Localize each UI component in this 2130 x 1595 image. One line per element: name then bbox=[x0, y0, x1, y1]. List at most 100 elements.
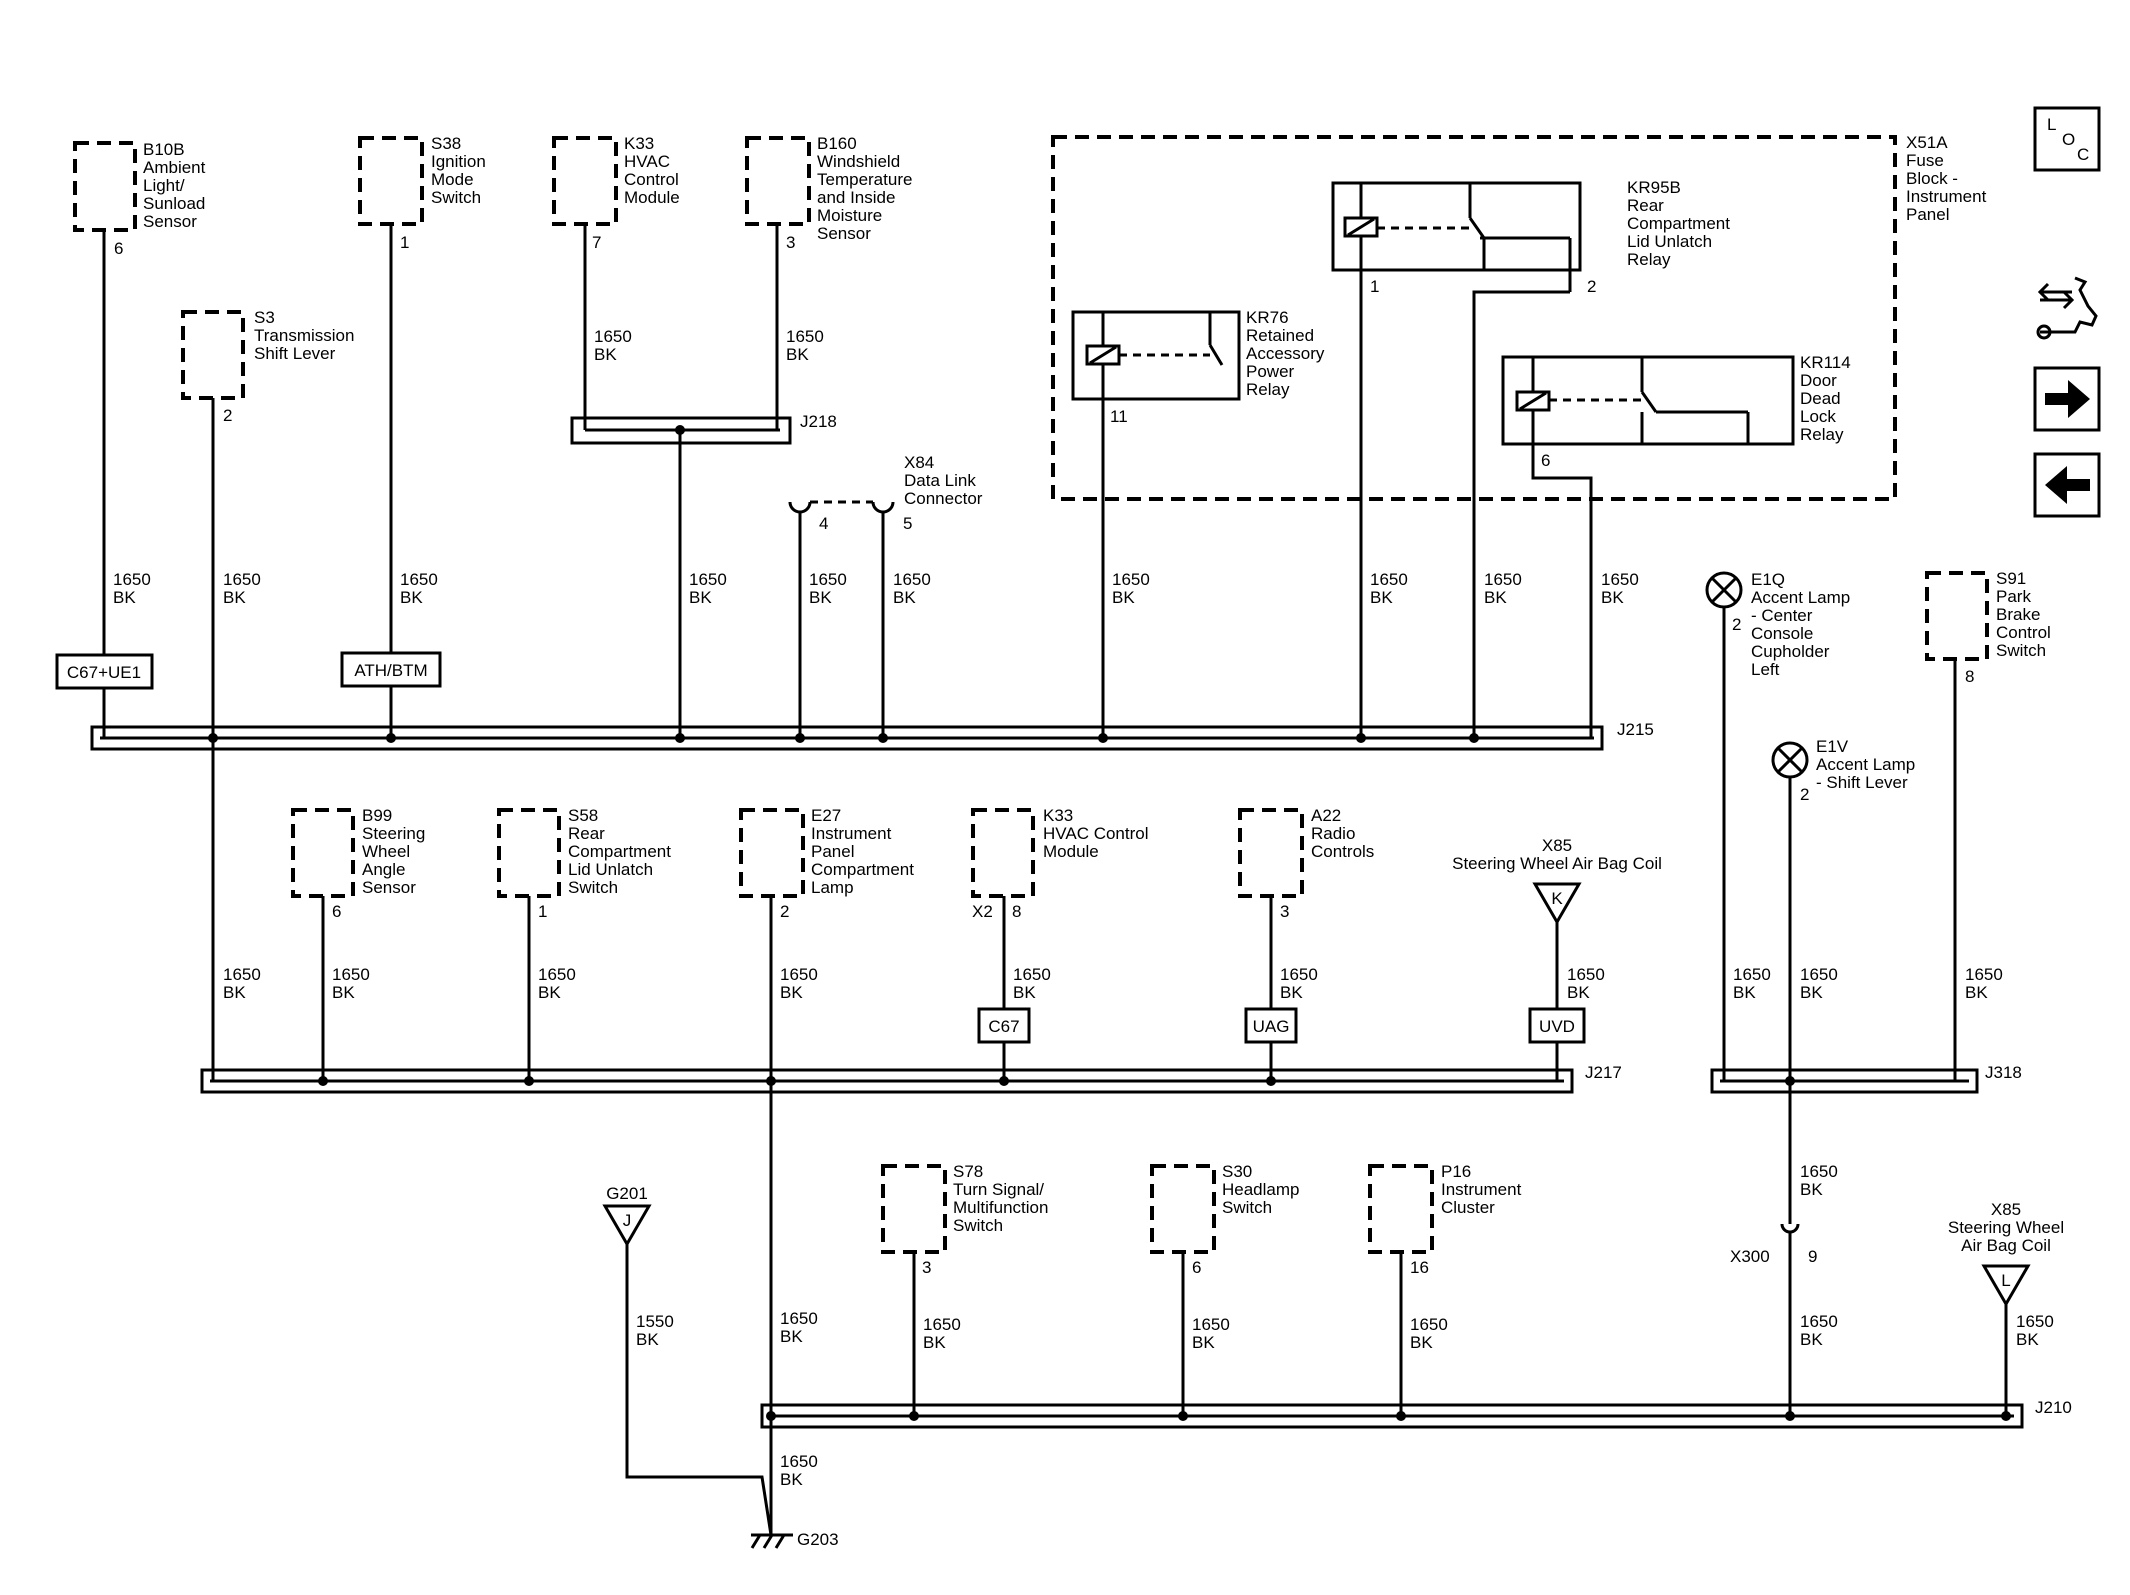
label-components-s58-desc-0: Rear bbox=[568, 824, 605, 843]
label-components-b160-desc-0: Windshield bbox=[817, 152, 900, 171]
relay-kr76: KR76 Retained Accessory Power Relay 11 1… bbox=[1071, 308, 1325, 738]
bus-j318: J318 bbox=[1710, 1063, 2022, 1094]
label-fuse_block-desc-1: Block - bbox=[1906, 169, 1958, 188]
label-components-b10b-desc-1: Light/ bbox=[143, 176, 185, 195]
label-options-uag: UAG bbox=[1253, 1017, 1290, 1036]
label-components-b99-desc-1: Wheel bbox=[362, 842, 410, 861]
label-components-s30-desc-1: Switch bbox=[1222, 1198, 1272, 1217]
component-a22: A22 Radio Controls 3 1650 BK bbox=[1238, 806, 1374, 1081]
label-components-x84-pin_a: 4 bbox=[819, 514, 828, 533]
label-components-kr76-desc-0: Retained bbox=[1246, 326, 1314, 345]
tools-icon[interactable] bbox=[2036, 276, 2098, 340]
label-wire-color: BK bbox=[689, 588, 712, 607]
label-components-e1v-pin: 2 bbox=[1800, 785, 1809, 804]
arrow-right-icon bbox=[2045, 380, 2090, 418]
label-components-k33a-desc-1: Control bbox=[624, 170, 679, 189]
label-components-s38-ref: S38 bbox=[431, 134, 461, 153]
label-components-s58-desc-3: Switch bbox=[568, 878, 618, 897]
label-components-b160-desc-1: Temperature bbox=[817, 170, 912, 189]
label-wire-color: BK bbox=[1192, 1333, 1215, 1352]
label-components-k33b-desc-1: Module bbox=[1043, 842, 1099, 861]
label-wire-color: BK bbox=[594, 345, 617, 364]
component-k33-top: K33 HVAC Control Module 7 1650 BK bbox=[552, 134, 680, 430]
ground-g203: G203 bbox=[750, 1530, 839, 1549]
label-components-a22-desc-1: Controls bbox=[1311, 842, 1374, 861]
splices-j217 bbox=[318, 1076, 1276, 1086]
label-components-s58-ref: S58 bbox=[568, 806, 598, 825]
label-components-s30-pin: 6 bbox=[1192, 1258, 1201, 1277]
loc-button[interactable]: L O C bbox=[2033, 106, 2101, 172]
label-wire-circuit: 1650 bbox=[1192, 1315, 1230, 1334]
label-wire-color: BK bbox=[113, 588, 136, 607]
bus-j210: J210 bbox=[760, 1398, 2072, 1429]
label-components-x85a-pin: K bbox=[1551, 889, 1563, 908]
loc-letter-l: L bbox=[2047, 115, 2056, 134]
label-components-b99-desc-2: Angle bbox=[362, 860, 405, 879]
component-s91: S91 Park Brake Control Switch 8 1650 BK bbox=[1925, 569, 2051, 1081]
label-components-x85b-pin: L bbox=[2001, 1271, 2010, 1290]
label-components-s78-desc-2: Switch bbox=[953, 1216, 1003, 1235]
option-uag: UAG bbox=[1244, 1007, 1298, 1044]
label-components-b10b-pin: 6 bbox=[114, 239, 123, 258]
option-c67: C67 bbox=[977, 1007, 1031, 1044]
bus-label-j218: J218 bbox=[800, 412, 837, 431]
label-components-k33b-conn: X2 bbox=[972, 902, 993, 921]
bus-j218: J218 bbox=[570, 412, 837, 445]
label-components-s91-ref: S91 bbox=[1996, 569, 2026, 588]
ground-g201: G201 J 1550 BK bbox=[602, 1184, 773, 1536]
arrow-left-icon bbox=[2045, 466, 2090, 504]
label-wire-color: BK bbox=[780, 1470, 803, 1489]
label-components-s30-ref: S30 bbox=[1222, 1162, 1252, 1181]
label-wire-color: BK bbox=[1410, 1333, 1433, 1352]
label-wire-color: BK bbox=[400, 588, 423, 607]
label-components-x85a-desc-0: Steering Wheel Air Bag Coil bbox=[1452, 854, 1662, 873]
label-wire-color: BK bbox=[538, 983, 561, 1002]
label-wire-color: BK bbox=[1013, 983, 1036, 1002]
label-components-s3-desc-0: Transmission bbox=[254, 326, 354, 345]
fuse-block-x51a: X51A Fuse Block - Instrument Panel bbox=[1051, 133, 1987, 501]
label-wire-color: BK bbox=[893, 588, 916, 607]
component-s38: S38 Ignition Mode Switch 1 1650 BK bbox=[358, 134, 486, 738]
component-x84: X84 Data Link Connector 4 5 1650 BK 1650… bbox=[788, 453, 983, 738]
label-wire-circuit: 1650 bbox=[113, 570, 151, 589]
label-components-s78-desc-0: Turn Signal/ bbox=[953, 1180, 1044, 1199]
label-wire-circuit: 1650 bbox=[923, 1315, 961, 1334]
label-components-s3-ref: S3 bbox=[254, 308, 275, 327]
forward-arrow-button[interactable] bbox=[2033, 366, 2101, 432]
label-components-x84-desc-1: Connector bbox=[904, 489, 983, 508]
label-wire-circuit: 1650 bbox=[1410, 1315, 1448, 1334]
label-wire-circuit: 1650 bbox=[2016, 1312, 2054, 1331]
label-components-kr114-desc-1: Dead bbox=[1800, 389, 1841, 408]
label-options-c67ue1: C67+UE1 bbox=[67, 663, 141, 682]
lamp-e1v: E1V Accent Lamp - Shift Lever 2 1650 BK … bbox=[1771, 737, 1915, 1224]
label-wire-color: BK bbox=[223, 588, 246, 607]
back-arrow-button[interactable] bbox=[2033, 452, 2101, 518]
component-s58: S58 Rear Compartment Lid Unlatch Switch … bbox=[497, 806, 671, 1081]
label-components-e1q-desc-3: Cupholder bbox=[1751, 642, 1830, 661]
label-components-kr114-ref: KR114 bbox=[1800, 353, 1851, 372]
label-wire-circuit: 1650 bbox=[780, 1309, 818, 1328]
relay-kr114: KR114 Door Dead Lock Relay 6 1650 BK bbox=[1501, 353, 1851, 738]
label-components-s91-desc-1: Brake bbox=[1996, 605, 2040, 624]
label-wire-circuit: 1650 bbox=[400, 570, 438, 589]
component-b160: B160 Windshield Temperature and Inside M… bbox=[745, 134, 912, 430]
label-wire-circuit: 1650 bbox=[1965, 965, 2003, 984]
label-wire-color: BK bbox=[809, 588, 832, 607]
label-components-kr95b-pin_a: 1 bbox=[1370, 277, 1379, 296]
label-components-e27-desc-0: Instrument bbox=[811, 824, 892, 843]
label-components-s3-desc-1: Shift Lever bbox=[254, 344, 336, 363]
label-components-kr114-desc-2: Lock bbox=[1800, 407, 1836, 426]
option-c67ue1: C67+UE1 bbox=[55, 653, 154, 690]
label-components-p16-ref: P16 bbox=[1441, 1162, 1471, 1181]
label-components-b99-desc-0: Steering bbox=[362, 824, 425, 843]
label-components-b160-pin: 3 bbox=[786, 233, 795, 252]
component-s3: S3 Transmission Shift Lever 2 1650 BK 16… bbox=[181, 308, 354, 1081]
label-components-b160-desc-4: Sensor bbox=[817, 224, 871, 243]
label-components-s30-desc-0: Headlamp bbox=[1222, 1180, 1300, 1199]
label-wire-color: BK bbox=[1800, 983, 1823, 1002]
label-components-e27-desc-3: Lamp bbox=[811, 878, 854, 897]
label-components-e27-pin: 2 bbox=[780, 902, 789, 921]
label-components-g201-ref: G201 bbox=[606, 1184, 648, 1203]
label-components-e1q-desc-2: Console bbox=[1751, 624, 1813, 643]
label-wire-color: BK bbox=[223, 983, 246, 1002]
